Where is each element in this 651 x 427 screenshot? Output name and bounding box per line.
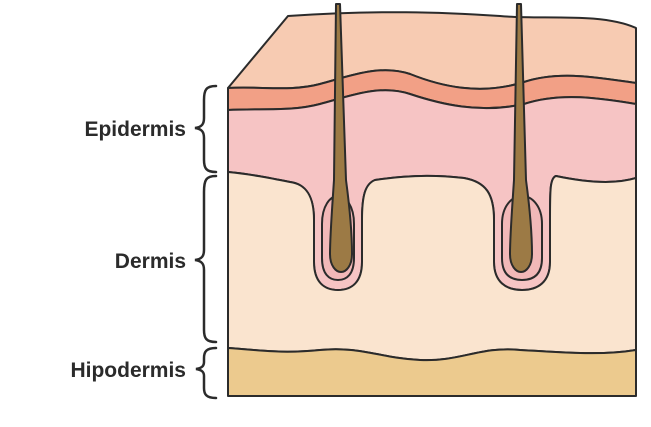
skin-cross-section (228, 4, 636, 396)
dermis-label: Dermis (115, 250, 186, 273)
dermis-layer (228, 172, 636, 360)
epidermis-bracket-icon (195, 86, 216, 172)
hypodermis-bracket-icon (196, 348, 216, 398)
layer-brackets (195, 86, 216, 398)
hypodermis-label: Hipodermis (70, 359, 186, 382)
dermis-bracket-icon (195, 176, 216, 342)
epidermis-label: Epidermis (84, 118, 186, 141)
